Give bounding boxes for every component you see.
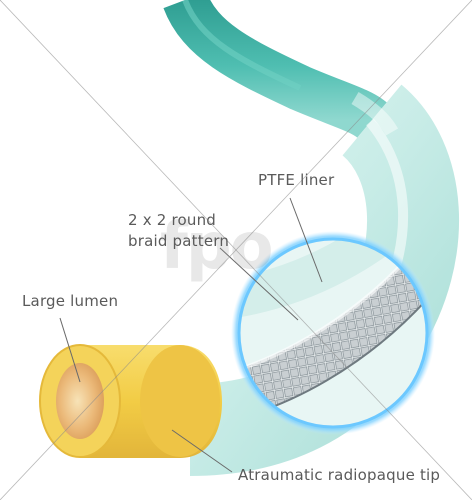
label-braid-line2: braid pattern xyxy=(128,232,230,250)
label-tip: Atraumatic radiopaque tip xyxy=(238,466,441,484)
leader-braid xyxy=(219,247,299,321)
leader-tip xyxy=(171,429,233,473)
lumen-opening xyxy=(56,363,104,439)
leader-ptfe xyxy=(289,197,323,283)
fpo-watermark: fpo xyxy=(160,210,274,284)
catheter-shaft-upper xyxy=(163,0,387,139)
label-large-lumen: Large lumen xyxy=(22,292,119,310)
leader-lumen xyxy=(59,317,81,383)
braid-magnifier xyxy=(239,239,427,418)
label-ptfe-liner: PTFE liner xyxy=(258,171,335,189)
label-braid-line1: 2 x 2 round xyxy=(128,211,217,229)
